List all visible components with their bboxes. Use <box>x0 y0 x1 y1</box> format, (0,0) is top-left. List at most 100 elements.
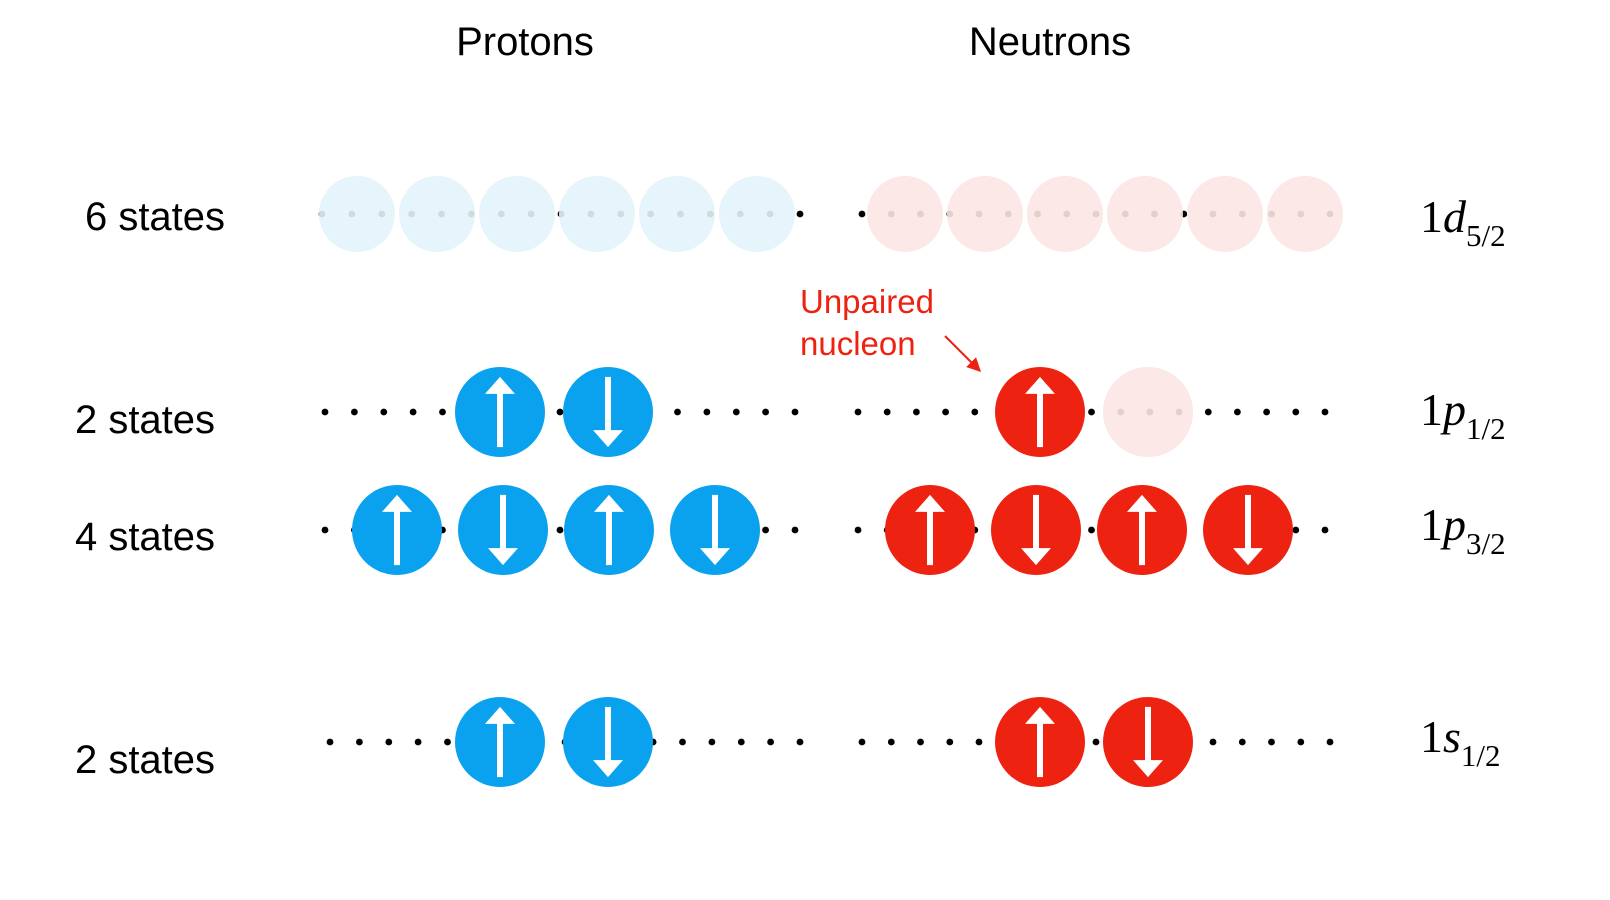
proton-1p32-spin-down <box>670 485 760 575</box>
arrow-head <box>382 494 412 512</box>
level-dot <box>1088 526 1095 534</box>
level-dot <box>1321 408 1329 416</box>
level-dot <box>791 526 799 534</box>
arrow-down-icon <box>1233 494 1263 566</box>
level-dot <box>858 738 866 746</box>
level-dot <box>1092 738 1100 746</box>
level-dots-1p12-neutrons <box>854 408 1329 416</box>
arrow-head <box>1021 548 1051 566</box>
neutron-1p12-empty <box>1103 367 1193 457</box>
arrow-shaft <box>605 706 611 762</box>
arrow-shaft <box>712 494 718 550</box>
arrow-head <box>1025 376 1055 394</box>
orbital-label-1s12: 1s1/2 <box>1420 711 1501 773</box>
proton-1s12-spin-down <box>563 697 653 787</box>
arrow-head <box>593 430 623 448</box>
level-dot <box>321 526 329 534</box>
arrow-down-icon <box>700 494 730 566</box>
arrow-shaft <box>1139 510 1145 566</box>
neutron-1d52-empty <box>867 176 943 252</box>
arrow-head <box>1127 494 1157 512</box>
level-dot <box>971 408 979 416</box>
proton-1d52-circle <box>399 176 475 252</box>
proton-1s12-spin-up <box>455 697 545 787</box>
neutron-1p32-spin-up <box>885 485 975 575</box>
level-dot <box>1292 526 1300 534</box>
level-dot <box>1238 738 1246 746</box>
arrow-head <box>915 494 945 512</box>
neutron-1d52-empty <box>1267 176 1343 252</box>
level-dot <box>1326 738 1334 746</box>
proton-1p32-spin-up <box>564 485 654 575</box>
neutron-1d52-circle <box>1107 176 1183 252</box>
level-dots-1p12-protons <box>321 408 799 416</box>
arrow-shaft <box>1145 706 1151 762</box>
arrow-up-icon <box>594 494 624 566</box>
level-dots-1s12-neutrons <box>858 738 1334 746</box>
level-dot <box>1321 526 1329 534</box>
arrow-head <box>1233 548 1263 566</box>
neutron-1d52-empty <box>1187 176 1263 252</box>
proton-1d52-circle <box>639 176 715 252</box>
annotation-arrow <box>944 335 981 372</box>
proton-1d52-empty <box>559 176 635 252</box>
arrow-up-icon <box>1127 494 1157 566</box>
level-dot <box>703 408 711 416</box>
arrow-up-icon <box>1025 706 1055 778</box>
arrow-shaft <box>394 510 400 566</box>
level-dot <box>679 738 686 746</box>
neutron-1p32-spin-down <box>991 485 1081 575</box>
level-dot <box>762 408 769 416</box>
arrow-up-icon <box>1025 376 1055 448</box>
level-dot <box>326 738 334 746</box>
proton-1p12-spin-up <box>455 367 545 457</box>
level-dot <box>674 408 681 416</box>
arrow-head <box>485 706 515 724</box>
level-dot <box>767 738 774 746</box>
level-dot <box>380 408 388 416</box>
arrow-down-icon <box>593 706 623 778</box>
level-dot <box>1234 408 1241 416</box>
proton-1d52-circle <box>559 176 635 252</box>
level-dot <box>351 408 358 416</box>
level-dot <box>439 408 446 416</box>
level-dot <box>854 408 862 416</box>
arrow-head <box>485 376 515 394</box>
neutron-1d52-circle <box>867 176 943 252</box>
arrow-down-icon <box>488 494 518 566</box>
level-dot <box>1297 738 1305 746</box>
neutron-1s12-spin-down <box>1103 697 1193 787</box>
level-dot <box>1204 408 1212 416</box>
orbital-label-1p12: 1p1/2 <box>1420 384 1506 446</box>
proton-1d52-empty <box>719 176 795 252</box>
proton-1p32-spin-down <box>458 485 548 575</box>
state-count-1s12: 2 states <box>75 738 215 782</box>
neutron-1d52-empty <box>1027 176 1103 252</box>
orbital-label-1d52: 1d5/2 <box>1420 191 1506 253</box>
arrow-head <box>1025 706 1055 724</box>
neutron-1d52-circle <box>947 176 1023 252</box>
level-dot <box>1209 738 1217 746</box>
level-dot <box>556 408 564 416</box>
neutron-1d52-circle <box>1267 176 1343 252</box>
arrow-shaft <box>605 376 611 432</box>
level-dot <box>414 738 422 746</box>
arrow-shaft <box>497 392 503 448</box>
arrow-head <box>594 494 624 512</box>
neutron-1d52-circle <box>1187 176 1263 252</box>
arrow-shaft <box>606 510 612 566</box>
proton-1d52-circle <box>319 176 395 252</box>
level-dot <box>762 526 769 534</box>
state-count-1p32: 4 states <box>75 515 215 559</box>
neutron-1p32-spin-down <box>1203 485 1293 575</box>
level-dot <box>913 408 920 416</box>
neutron-1d52-circle <box>1027 176 1103 252</box>
arrow-up-icon <box>382 494 412 566</box>
level-dot <box>1292 408 1300 416</box>
level-dot <box>321 408 329 416</box>
neutron-1d52-empty <box>1107 176 1183 252</box>
level-dot <box>1263 408 1270 416</box>
level-dot <box>791 408 799 416</box>
annotation-unpaired: Unpaired <box>800 283 934 320</box>
